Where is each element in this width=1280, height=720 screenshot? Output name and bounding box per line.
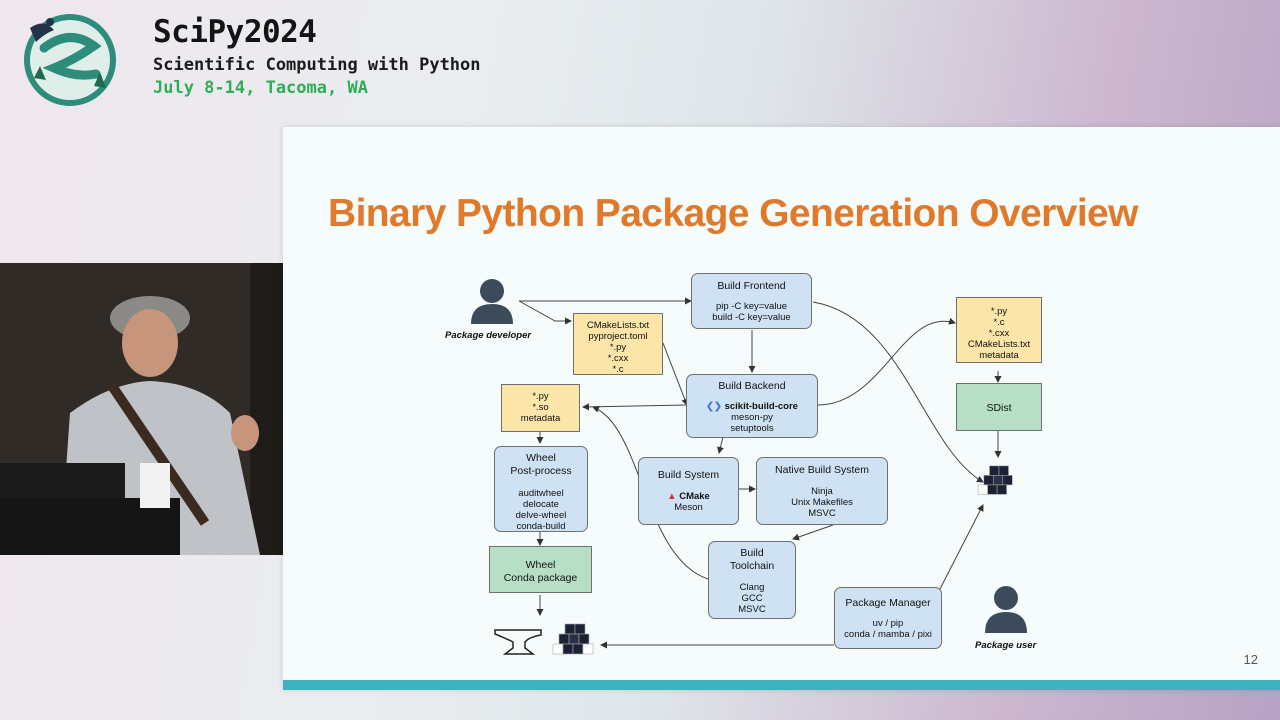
build-frontend-item: pip -C key=value — [715, 301, 788, 312]
toolchain-item: GCC — [741, 593, 763, 604]
sdist-file-item: *.cxx — [988, 328, 1010, 339]
speaker-video — [0, 263, 283, 555]
conference-subtitle: Scientific Computing with Python — [153, 55, 481, 75]
build-backend-box: Build Backend ❮❯ scikit-build-core meson… — [686, 374, 818, 438]
post-process-item: delocate — [523, 499, 559, 510]
speaker-figure — [0, 263, 283, 555]
package-manager-item: conda / mamba / pixi — [844, 629, 932, 640]
post-process-item: conda-build — [516, 521, 566, 532]
build-toolchain-title2: Toolchain — [729, 560, 775, 572]
build-backend-item: setuptools — [730, 423, 774, 434]
scikit-build-core-logo-icon: ❮❯ — [706, 401, 722, 412]
user-person-icon — [985, 586, 1027, 633]
wheel-post-process-title: Wheel — [526, 452, 556, 464]
package-manager-box: Package Manager uv / pip conda / mamba /… — [834, 587, 942, 649]
wheel-output-line2: Conda package — [503, 572, 578, 584]
build-frontend-title: Build Frontend — [717, 280, 786, 292]
build-system-item: CMake — [679, 491, 710, 502]
sdist-file-item: *.py — [990, 306, 1008, 317]
build-system-box: Build System ▲ CMake Meson — [638, 457, 739, 525]
developer-person-icon — [471, 279, 513, 324]
source-file-item: pyproject.toml — [588, 331, 648, 342]
package-user-label: Package user — [975, 640, 1037, 651]
sdist-file-item: *.c — [993, 317, 1005, 328]
build-frontend-box: Build Frontend pip -C key=value build -C… — [691, 273, 812, 329]
sdist-files-box: *.py *.c *.cxx CMakeLists.txt metadata — [956, 297, 1042, 363]
native-build-item: MSVC — [808, 508, 836, 519]
build-system-item: Meson — [674, 502, 703, 513]
source-file-item: *.cxx — [607, 353, 629, 364]
sdist-file-item: metadata — [979, 350, 1019, 361]
package-manager-title: Package Manager — [845, 597, 931, 609]
build-toolchain-box: Build Toolchain Clang GCC MSVC — [708, 541, 796, 619]
anvil-icon — [494, 629, 542, 655]
sdist-file-item: CMakeLists.txt — [967, 339, 1031, 350]
native-build-system-title: Native Build System — [775, 464, 869, 476]
post-process-item: auditwheel — [518, 488, 564, 499]
conference-title: SciPy2024 — [153, 14, 317, 50]
source-file-item: *.py — [609, 342, 627, 353]
toolchain-item: MSVC — [738, 604, 766, 615]
cmake-logo-icon: ▲ — [667, 491, 677, 502]
slide-accent-bar — [283, 680, 1280, 690]
source-files-box: CMakeLists.txt pyproject.toml *.py *.cxx… — [573, 313, 663, 375]
wheel-post-process-title2: Post-process — [510, 465, 572, 477]
package-manager-item: uv / pip — [872, 618, 904, 629]
build-backend-item: meson-py — [731, 412, 773, 423]
wheel-file-item: metadata — [520, 413, 561, 424]
slide-title: Binary Python Package Generation Overvie… — [328, 192, 1138, 235]
package-developer-label: Package developer — [445, 330, 532, 341]
wheel-post-process-box: Wheel Post-process auditwheel delocate d… — [494, 446, 588, 532]
source-file-item: CMakeLists.txt — [586, 320, 650, 331]
build-backend-title: Build Backend — [718, 380, 786, 392]
build-backend-item-primary: ❮❯ scikit-build-core — [687, 401, 817, 412]
slide-number: 12 — [1243, 652, 1258, 667]
native-build-item: Unix Makefiles — [791, 497, 853, 508]
build-toolchain-title: Build — [740, 547, 764, 559]
package-cubes-icon — [552, 623, 594, 655]
native-build-item: Ninja — [811, 486, 833, 497]
source-file-item: *.c — [612, 364, 624, 375]
build-system-item-primary: ▲ CMake — [639, 491, 738, 502]
toolchain-item: Clang — [739, 582, 765, 593]
sdist-label: SDist — [986, 402, 1012, 414]
wheel-output-box: Wheel Conda package — [489, 546, 592, 593]
post-process-item: delve-wheel — [515, 510, 567, 521]
conference-dates: July 8-14, Tacoma, WA — [153, 78, 368, 98]
build-system-title: Build System — [657, 469, 720, 481]
native-build-system-box: Native Build System Ninja Unix Makefiles… — [756, 457, 888, 525]
pypi-cubes-icon — [977, 465, 1013, 495]
build-backend-item: scikit-build-core — [724, 401, 798, 412]
wheel-output-line1: Wheel — [525, 559, 556, 571]
sdist-box: SDist — [956, 383, 1042, 431]
wheel-file-item: *.py — [532, 391, 549, 402]
wheel-files-box: *.py *.so metadata — [501, 384, 580, 432]
build-frontend-item: build -C key=value — [712, 312, 791, 323]
wheel-file-item: *.so — [532, 402, 549, 413]
scipy-logo — [24, 14, 116, 106]
